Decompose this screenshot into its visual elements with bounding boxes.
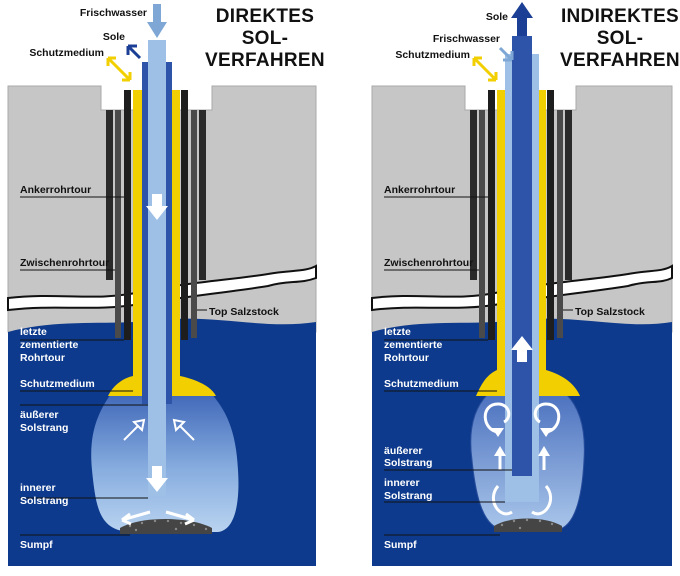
title-line-2: SOL-	[242, 28, 289, 49]
title-line-1: DIREKTES	[216, 6, 314, 27]
outflow-arrow-icon	[165, 510, 195, 526]
title-line-2: SOL-	[597, 28, 644, 49]
top-salt-label: Top Salzstock	[575, 306, 645, 318]
outer-string-label-1: äußerer	[384, 445, 423, 457]
leader-lines	[384, 196, 573, 536]
protective-medium-side-label: Schutzmedium	[384, 378, 459, 390]
last-casing-label-3: Rohrtour	[20, 352, 65, 364]
outer-solution-string	[512, 36, 532, 476]
fresh-water-label: Frischwasser	[80, 7, 147, 19]
protective-medium-arrow-icon	[106, 56, 132, 82]
outflow-arrow-icon	[121, 510, 151, 526]
intermediate-casing-left	[115, 110, 121, 338]
direct-method-panel: DIREKTES SOL- VERFAHREN Frischwasser Sol…	[7, 4, 325, 566]
fresh-water-arrow-icon	[498, 46, 514, 62]
last-casing-label-1: letzte	[384, 326, 411, 338]
leader-lines	[20, 196, 207, 536]
inflow-arrow-icon	[123, 418, 146, 441]
outer-string-label-2: Solstrang	[20, 422, 68, 434]
up-arrow-icon	[511, 336, 533, 362]
last-casing-label-2: zementierte	[20, 339, 79, 351]
title-line-3: VERFAHREN	[560, 50, 680, 71]
last-casing-left	[124, 90, 131, 340]
intermediate-casing-right	[557, 110, 563, 338]
intermediate-casing-left	[479, 110, 485, 338]
last-casing-right	[547, 90, 554, 340]
protective-medium-side-label: Schutzmedium	[20, 378, 95, 390]
fresh-water-arrow-icon	[147, 4, 167, 38]
inner-string-label-1: innerer	[20, 482, 56, 494]
title-line-1: INDIREKTES	[561, 6, 679, 27]
protective-medium-label: Schutzmedium	[395, 49, 470, 61]
inner-string-label-2: Solstrang	[384, 490, 432, 502]
intermediate-casing-right	[191, 110, 197, 338]
indirect-method-panel: INDIREKTES SOL- VERFAHREN Sole Frischwas…	[371, 2, 680, 566]
inflow-arrow-icon	[172, 418, 195, 441]
circulation-arrowheads	[492, 428, 552, 456]
inner-string-label-2: Solstrang	[20, 495, 68, 507]
brine-label: Sole	[103, 31, 125, 43]
fresh-water-label: Frischwasser	[433, 33, 500, 45]
top-salt-label: Top Salzstock	[209, 306, 279, 318]
protective-medium-label: Schutzmedium	[29, 47, 104, 59]
anchor-casing-right	[565, 110, 572, 280]
outer-string-label-1: äußerer	[20, 409, 59, 421]
title-line-3: VERFAHREN	[205, 50, 325, 71]
brine-arrow-icon	[126, 44, 142, 60]
anchor-casing-label: Ankerrohrtour	[20, 184, 91, 196]
last-casing-left	[488, 90, 495, 340]
anchor-casing-left	[106, 110, 113, 280]
outer-string-label-2: Solstrang	[384, 457, 432, 469]
anchor-casing-left	[470, 110, 477, 280]
protective-medium-arrow-icon	[472, 56, 498, 82]
sump-grain	[500, 518, 554, 530]
sump-grain	[128, 519, 208, 532]
last-casing-label-3: Rohrtour	[384, 352, 429, 364]
intermediate-casing-label: Zwischenrohrtour	[20, 257, 109, 269]
sump-label: Sumpf	[384, 539, 417, 551]
inner-string-label-1: innerer	[384, 477, 420, 489]
anchor-casing-right	[199, 110, 206, 280]
intermediate-casing-label: Zwischenrohrtour	[384, 257, 473, 269]
anchor-casing-label: Ankerrohrtour	[384, 184, 455, 196]
last-casing-label-1: letzte	[20, 326, 47, 338]
brine-arrow-icon	[511, 2, 533, 36]
sump	[494, 518, 562, 532]
brine-label: Sole	[486, 11, 508, 23]
last-casing-label-2: zementierte	[384, 339, 443, 351]
down-arrow-icon	[146, 466, 168, 492]
sump-label: Sumpf	[20, 539, 53, 551]
down-arrow-icon	[146, 194, 168, 220]
last-casing-right	[181, 90, 188, 340]
inner-solution-string	[148, 40, 166, 496]
